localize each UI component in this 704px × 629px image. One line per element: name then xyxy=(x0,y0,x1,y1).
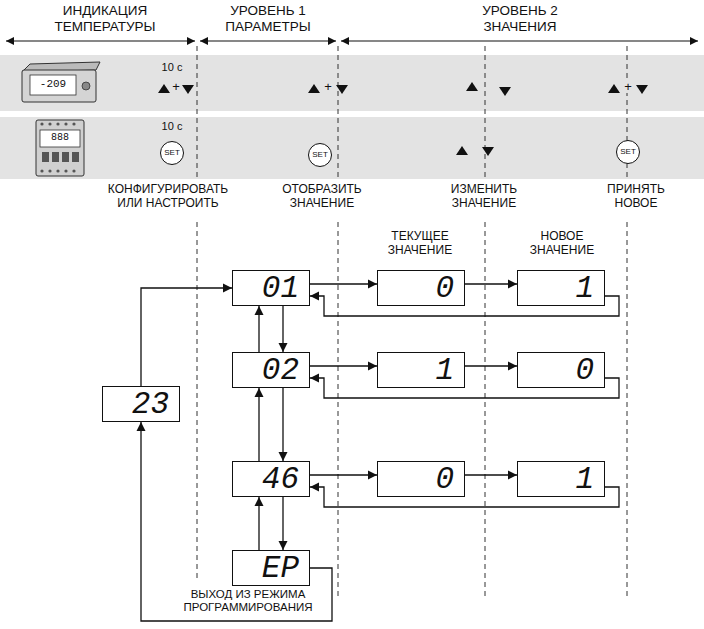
display-digits: 23 xyxy=(132,389,169,420)
display-box: 02 xyxy=(232,352,310,388)
flow-arrow xyxy=(282,497,283,550)
panel-controller-icon xyxy=(22,62,100,102)
display-digits: 1 xyxy=(435,355,454,386)
set-button: SET xyxy=(308,143,332,167)
button-label: SET xyxy=(620,148,636,156)
key-symbols xyxy=(158,82,648,156)
level-arrows xyxy=(6,40,698,41)
flow-arrow xyxy=(465,283,517,284)
key-plus: + xyxy=(170,80,182,93)
level-heading: УРОВЕНЬ 2 ЗНАЧЕНИЯ xyxy=(460,3,580,34)
display-box: 46 xyxy=(232,461,310,497)
column-caption: ТЕКУЩЕЕ ЗНАЧЕНИЕ xyxy=(370,230,470,258)
flow-arrow xyxy=(282,306,283,352)
display-digits: 0 xyxy=(435,273,454,304)
flow-arrow xyxy=(258,497,259,550)
display-digits: 1 xyxy=(575,273,594,304)
flow-arrow xyxy=(465,365,517,366)
flow-arrow xyxy=(310,283,377,284)
display-box: 1 xyxy=(517,461,605,497)
set-button: SET xyxy=(616,140,640,164)
level-heading: УРОВЕНЬ 1 ПАРАМЕТРЫ xyxy=(208,3,328,34)
flow-arrow xyxy=(310,474,377,475)
display-box: 01 xyxy=(232,270,310,306)
grey-band xyxy=(0,55,704,111)
set-button: SET xyxy=(160,141,184,165)
display-box: 1 xyxy=(377,352,465,388)
display-box: 0 xyxy=(517,352,605,388)
key-plus: + xyxy=(322,80,334,93)
exit-caption: ВЫХОД ИЗ РЕЖИМА ПРОГРАММИРОВАНИЯ xyxy=(168,588,328,614)
step-caption: ОТОБРАЗИТЬ ЗНАЧЕНИЕ xyxy=(267,183,377,211)
button-label: SET xyxy=(164,149,180,157)
key-plus: + xyxy=(622,80,634,93)
display-digits: 02 xyxy=(262,355,299,386)
display-readout: -209 xyxy=(30,79,76,90)
button-label: SET xyxy=(312,151,328,159)
flow-arrow xyxy=(282,388,283,461)
display-digits: 46 xyxy=(262,464,299,495)
display-box: 23 xyxy=(102,386,180,422)
display-readout: 888 xyxy=(40,133,80,143)
display-box: 0 xyxy=(377,270,465,306)
display-box: EP xyxy=(232,550,310,586)
display-digits: 01 xyxy=(262,273,299,304)
column-caption: НОВОЕ ЗНАЧЕНИЕ xyxy=(512,230,612,258)
hold-time: 10 с xyxy=(152,61,192,74)
step-caption: ПРИНЯТЬ НОВОЕ xyxy=(589,183,684,211)
flow-arrow xyxy=(465,474,517,475)
level-heading: ИНДИКАЦИЯ ТЕМПЕРАТУРЫ xyxy=(45,3,165,34)
flow-arrow xyxy=(258,306,259,352)
display-digits: EP xyxy=(262,553,299,584)
dashed-guides xyxy=(197,46,627,600)
step-caption: КОНФИГУРИРОВАТЬ ИЛИ НАСТРОИТЬ xyxy=(96,183,241,211)
step-caption: ИЗМЕНИТЬ ЗНАЧЕНИЕ xyxy=(429,183,539,211)
hold-time: 10 с xyxy=(152,120,192,133)
flow-arrow xyxy=(141,288,232,386)
display-digits: 1 xyxy=(575,464,594,495)
display-digits: 0 xyxy=(575,355,594,386)
display-box: 1 xyxy=(517,270,605,306)
din-rail-controller-icon xyxy=(36,120,84,176)
flow-arrow xyxy=(141,422,332,621)
display-box: 0 xyxy=(377,461,465,497)
grey-band xyxy=(0,117,704,179)
display-digits: 0 xyxy=(435,464,454,495)
flow-arrow xyxy=(310,365,377,366)
flow-arrow xyxy=(258,388,259,461)
